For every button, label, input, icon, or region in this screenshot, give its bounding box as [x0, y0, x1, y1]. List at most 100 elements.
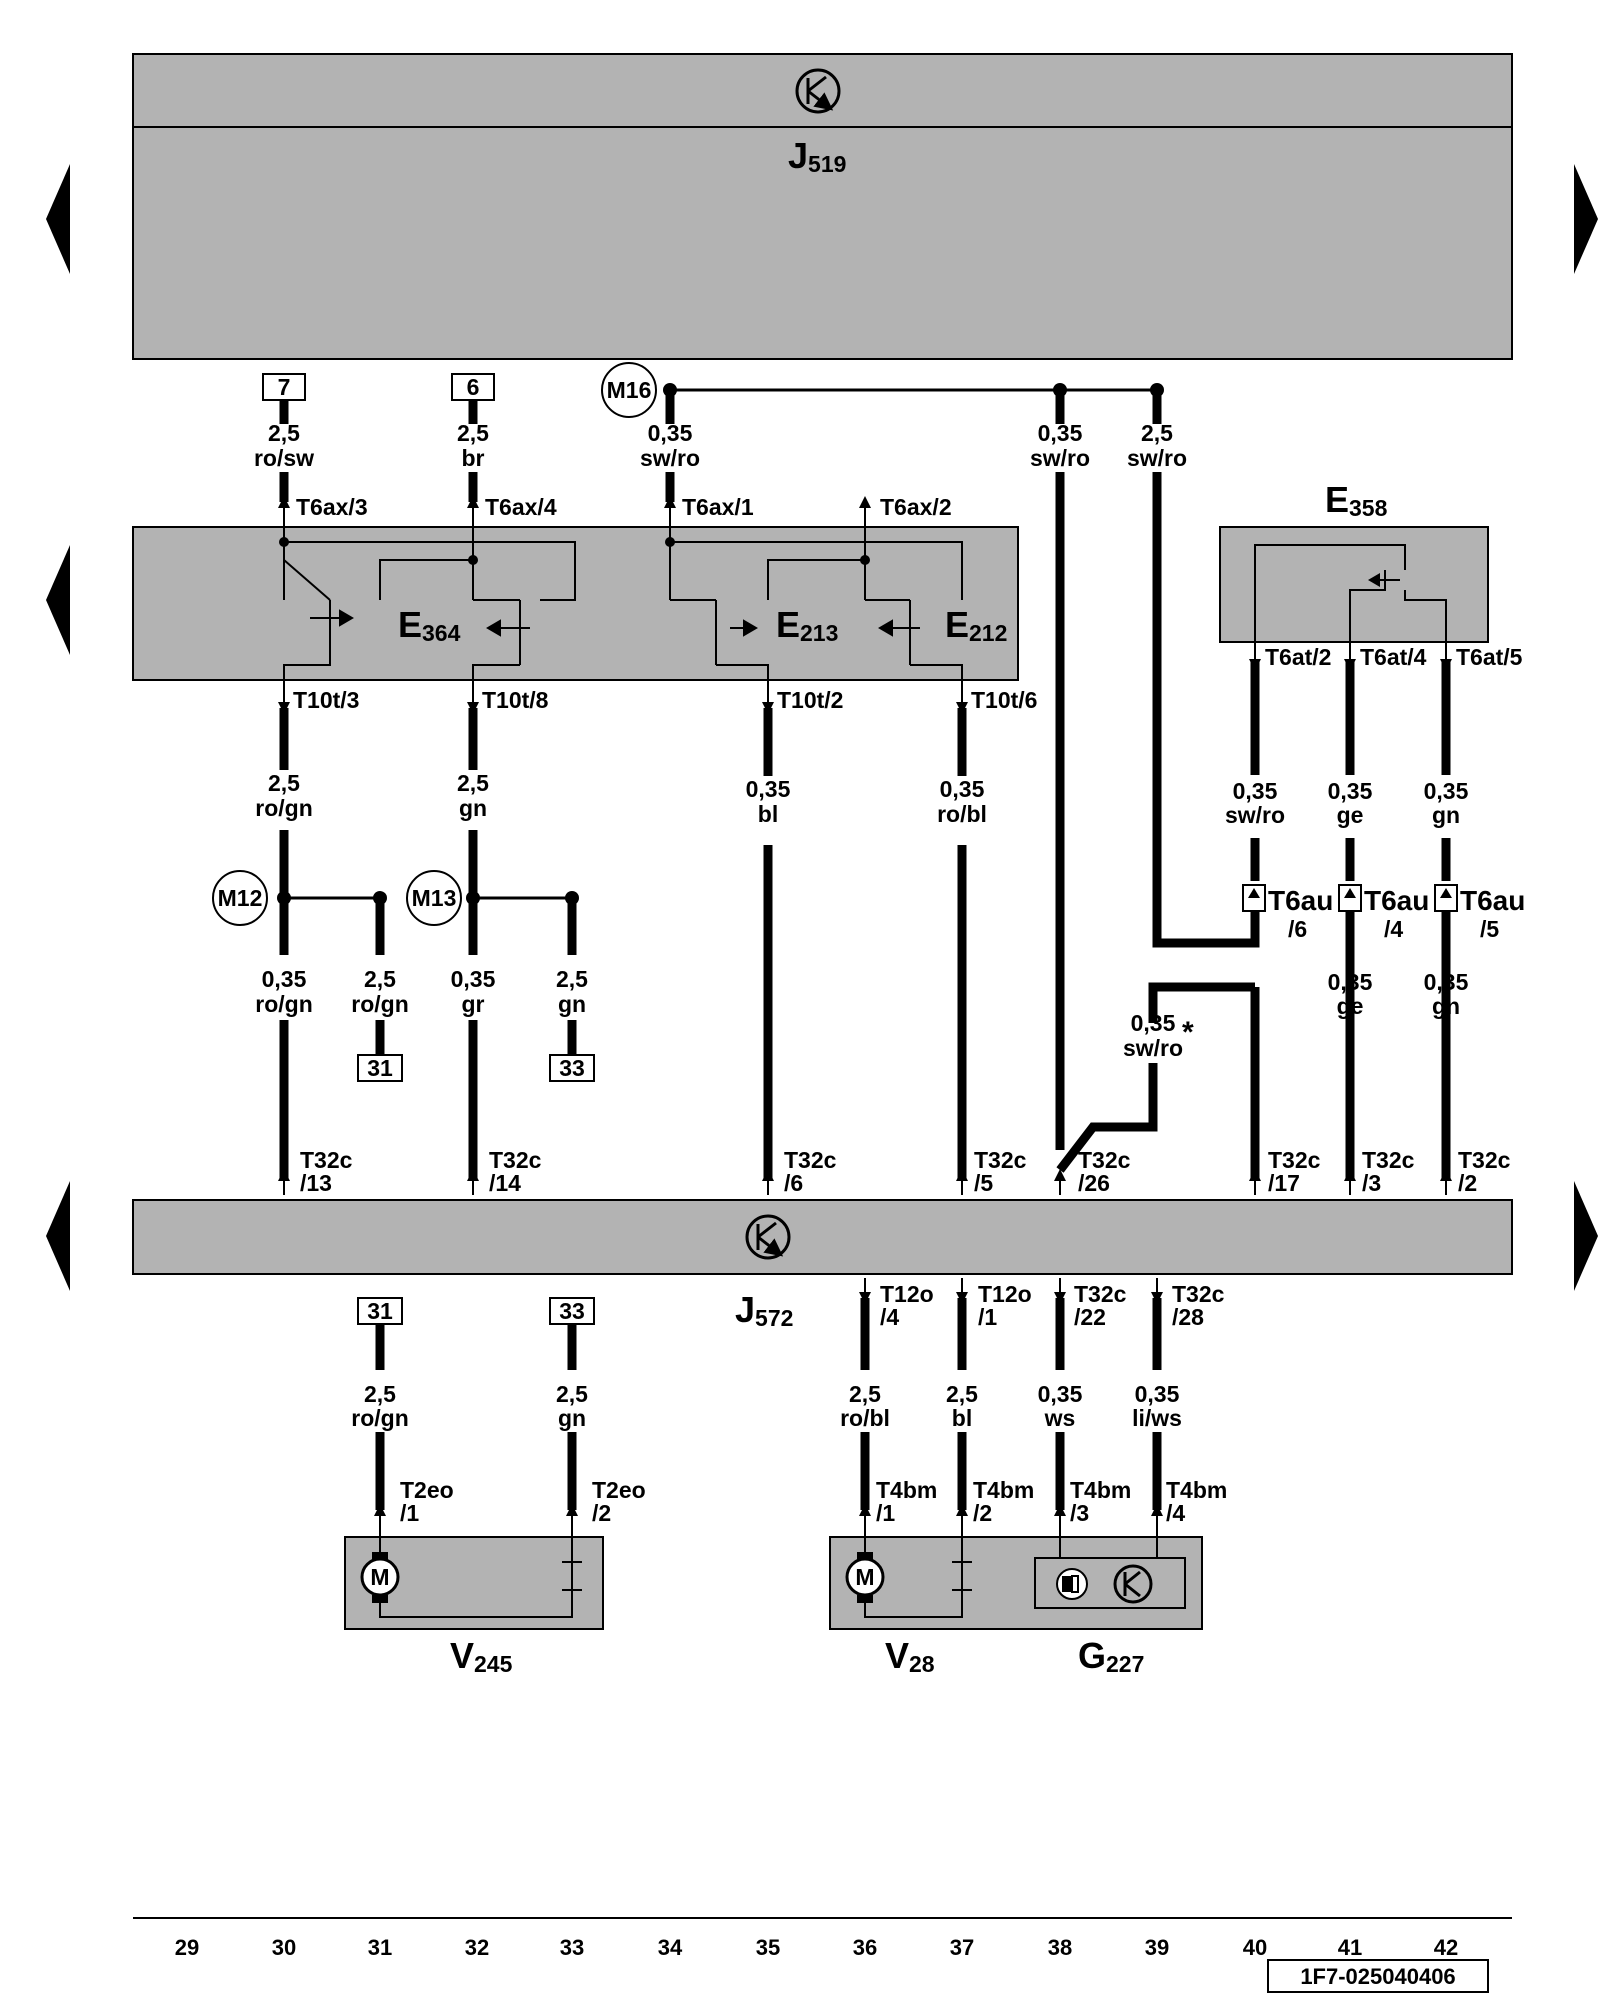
svg-text:/1: /1 — [400, 1500, 419, 1526]
svg-text:T32c: T32c — [300, 1147, 353, 1173]
wire-color: sw/ro — [1123, 1035, 1183, 1061]
svg-text:37: 37 — [950, 1935, 974, 1960]
nav-right-arrow-top[interactable] — [1574, 164, 1598, 274]
svg-text:T32c: T32c — [784, 1147, 837, 1173]
wire-size: 2,5 — [364, 966, 396, 992]
svg-text:38: 38 — [1048, 1935, 1072, 1960]
v245-label: V245 — [450, 1635, 513, 1677]
wire-size: 0,35 — [1233, 778, 1278, 804]
control-unit-j572: J572 — [132, 1199, 1513, 1331]
ground-point-m16: M16 — [607, 377, 652, 403]
svg-text:T32c: T32c — [1362, 1147, 1415, 1173]
column-numbers: 29 30 31 32 33 34 35 36 37 38 39 40 41 4… — [175, 1935, 1458, 1960]
wire-size: 0,35 — [262, 966, 307, 992]
wire-size: 0,35 — [940, 776, 985, 802]
svg-text:/3: /3 — [1362, 1170, 1381, 1196]
wire-color: ro/gn — [255, 991, 313, 1017]
svg-text:31: 31 — [368, 1935, 392, 1960]
wire-color: gn — [558, 991, 586, 1017]
wire-size: 0,35 — [451, 966, 496, 992]
svg-text:/14: /14 — [489, 1170, 521, 1196]
svg-text:/13: /13 — [300, 1170, 332, 1196]
wire-size: 2,5 — [268, 770, 300, 796]
svg-text:/4: /4 — [1166, 1500, 1185, 1526]
connector-label: T6at/4 — [1360, 644, 1427, 670]
electronic-symbol-icon — [1113, 1564, 1153, 1604]
motor-v28: M V28 — [829, 1530, 1203, 1677]
svg-text:T32c: T32c — [974, 1147, 1027, 1173]
control-unit-j519: J519 — [132, 53, 1513, 360]
wire-size: 2,5 — [457, 770, 489, 796]
svg-text:35: 35 — [756, 1935, 780, 1960]
connector-label: T6ax/4 — [485, 494, 557, 520]
svg-text:T2eo: T2eo — [400, 1477, 454, 1503]
wire-size: 0,35 — [1135, 1381, 1180, 1407]
t6au-connectors: T6au /6 T6au /4 T6au /5 — [1242, 884, 1525, 942]
connector-label: T6ax/1 — [682, 494, 754, 520]
svg-text:T6au: T6au — [1460, 885, 1525, 916]
wire-size: 2,5 — [457, 420, 489, 446]
wire-color: gn — [1432, 802, 1460, 828]
wire-color: ro/gn — [351, 991, 409, 1017]
connector-label: T10t/6 — [971, 687, 1037, 713]
wire-size: 2,5 — [1141, 420, 1173, 446]
wire-color: ro/sw — [254, 445, 314, 471]
svg-text:/4: /4 — [880, 1304, 899, 1330]
svg-text:39: 39 — [1145, 1935, 1169, 1960]
e358-label: E358 — [1325, 479, 1388, 521]
svg-text:/4: /4 — [1384, 916, 1403, 942]
svg-text:30: 30 — [272, 1935, 296, 1960]
ref-box-33: 33 — [559, 1298, 585, 1324]
svg-text:/2: /2 — [1458, 1170, 1477, 1196]
svg-text:33: 33 — [560, 1935, 584, 1960]
wire-color: sw/ro — [1127, 445, 1187, 471]
wire-color: bl — [758, 801, 778, 827]
svg-text:T12o: T12o — [978, 1281, 1032, 1307]
wire-color: bl — [952, 1405, 972, 1431]
j572-label: J572 — [735, 1289, 793, 1331]
wires-middle — [279, 708, 967, 1180]
nav-left-arrow-top[interactable] — [46, 164, 70, 274]
svg-text:/1: /1 — [978, 1304, 997, 1330]
wire-size: 0,35 — [1424, 778, 1469, 804]
svg-text:/6: /6 — [784, 1170, 803, 1196]
t32c-top-labels: T32c /13 T32c /14 T32c /6 T32c /5 T32c /… — [300, 1147, 1511, 1196]
svg-text:T32c: T32c — [1268, 1147, 1321, 1173]
wires-top — [279, 390, 1451, 1180]
svg-text:/17: /17 — [1268, 1170, 1300, 1196]
switch-module-box: E364 E213 E212 — [132, 518, 1019, 698]
svg-text:T32c: T32c — [1458, 1147, 1511, 1173]
j519-label: J519 — [788, 135, 846, 177]
e364-label: E364 — [398, 604, 461, 646]
svg-text:42: 42 — [1434, 1935, 1458, 1960]
svg-text:/2: /2 — [973, 1500, 992, 1526]
wire-color: sw/ro — [1030, 445, 1090, 471]
svg-text:/22: /22 — [1074, 1304, 1106, 1330]
wire-color: gn — [459, 795, 487, 821]
nav-left-arrow-mid[interactable] — [46, 545, 70, 655]
wire-color: ro/bl — [937, 801, 987, 827]
wire-size: 0,35 — [1328, 778, 1373, 804]
svg-text:T2eo: T2eo — [592, 1477, 646, 1503]
e212-label: E212 — [945, 604, 1007, 646]
wire-color: br — [462, 445, 485, 471]
wire-size: 2,5 — [849, 1381, 881, 1407]
connector-label: T6ax/2 — [880, 494, 952, 520]
svg-text:29: 29 — [175, 1935, 199, 1960]
svg-text:T4bm: T4bm — [973, 1477, 1034, 1503]
document-code: 1F7-025040406 — [1300, 1964, 1455, 1989]
svg-text:/5: /5 — [1480, 916, 1499, 942]
wire-size: 0,35 — [648, 420, 693, 446]
electronic-symbol-icon — [795, 68, 841, 114]
sensor-g227: G227 — [1034, 1530, 1186, 1677]
wire-color: li/ws — [1132, 1405, 1182, 1431]
svg-text:T32c: T32c — [1078, 1147, 1131, 1173]
nav-left-arrow-bottom[interactable] — [46, 1181, 70, 1291]
svg-text:T6au: T6au — [1364, 885, 1429, 916]
svg-text:/1: /1 — [876, 1500, 895, 1526]
e213-label: E213 — [776, 604, 838, 646]
v28-label: V28 — [885, 1635, 935, 1677]
svg-text:T32c: T32c — [1172, 1281, 1225, 1307]
nav-right-arrow-bottom[interactable] — [1574, 1181, 1598, 1291]
